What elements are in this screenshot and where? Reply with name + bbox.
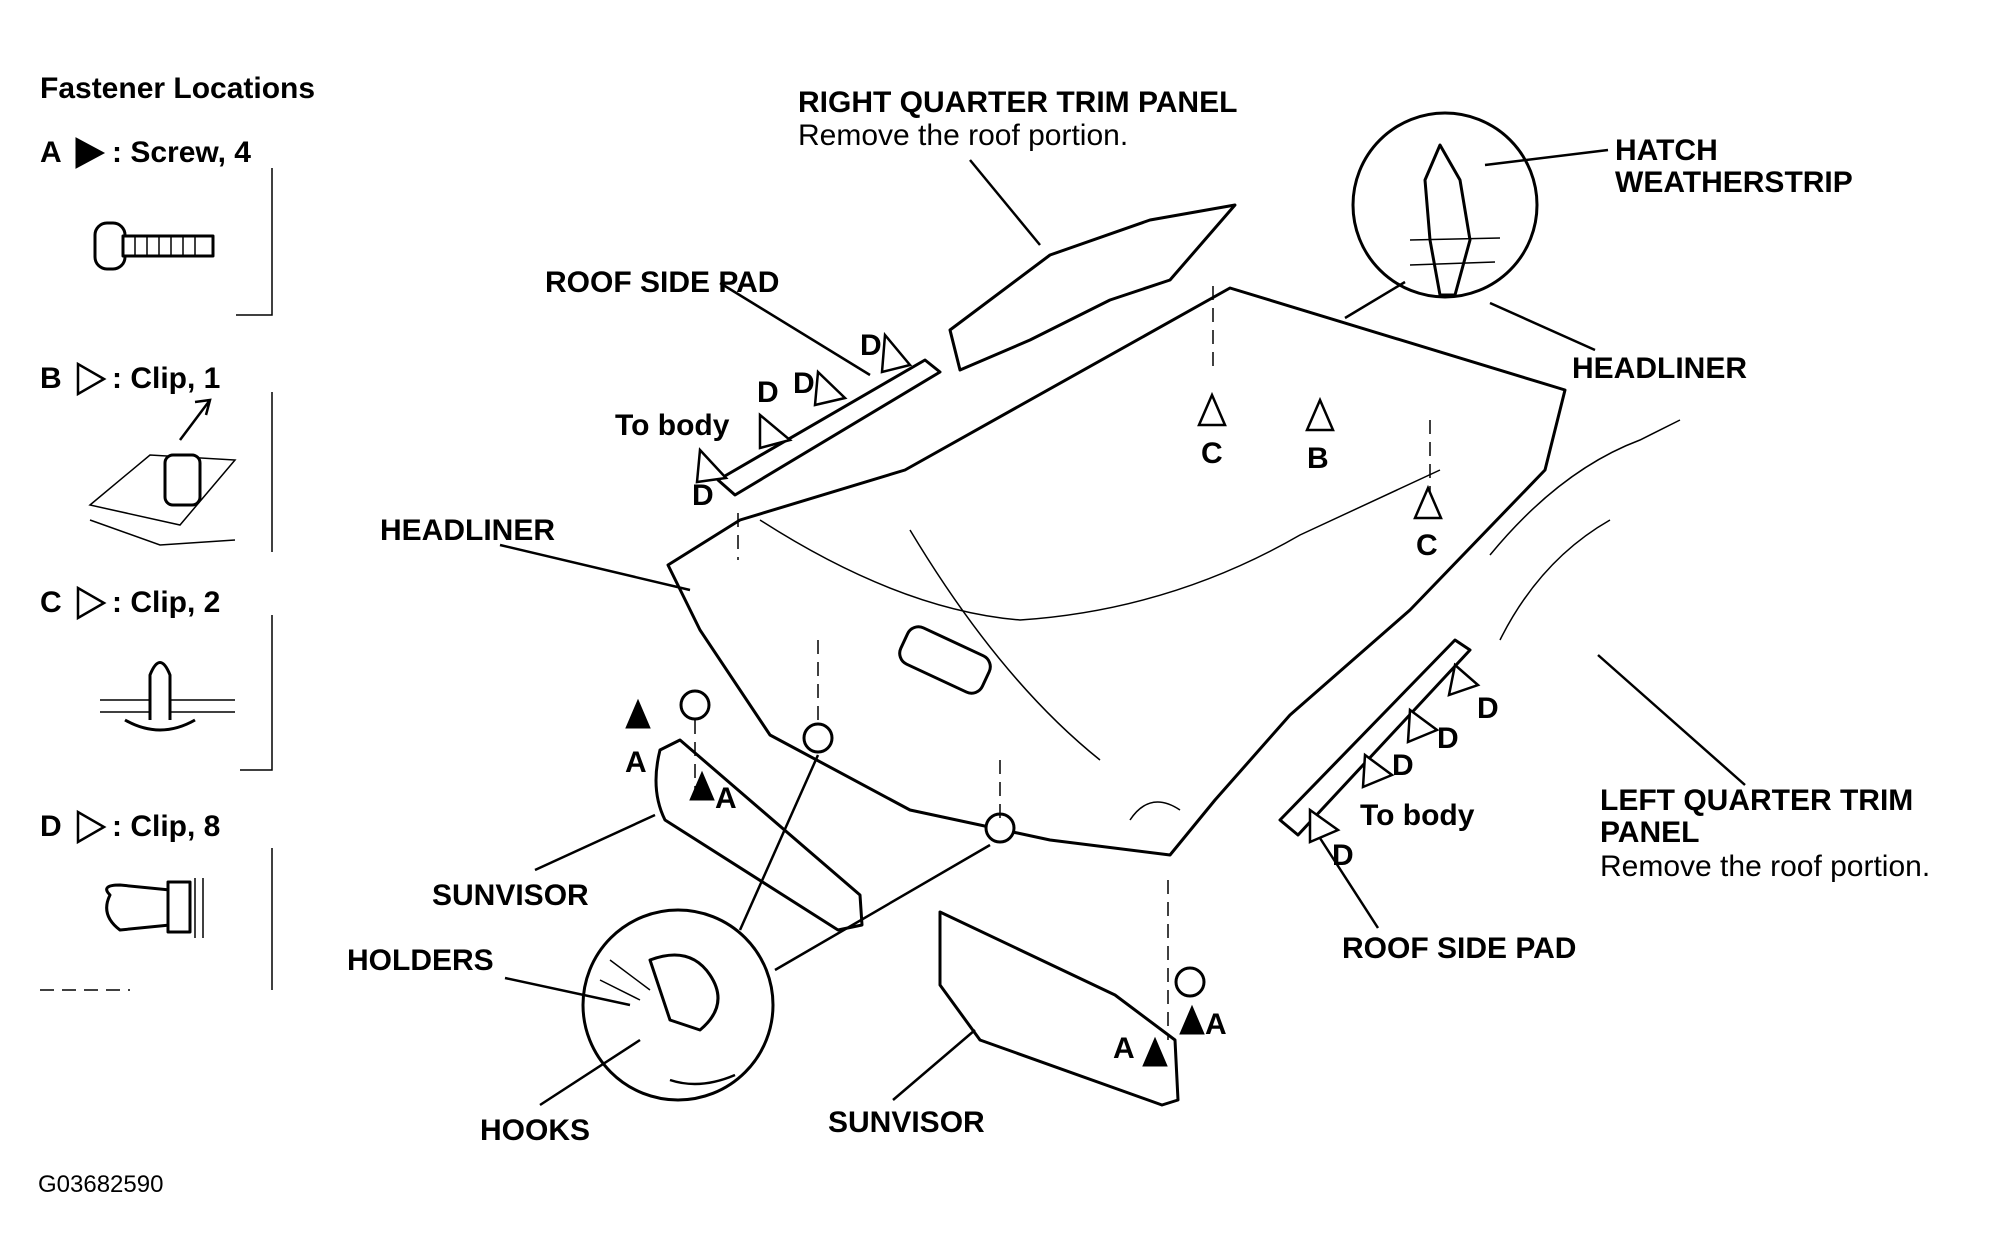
clip-d-icon <box>105 878 204 938</box>
marker-a-triangle-icon <box>625 698 651 729</box>
legend-text-b: : Clip, 1 <box>112 362 220 395</box>
fastener-markers-a: A A A A <box>625 698 1227 1067</box>
legend-outline-triangle-icon <box>76 361 107 397</box>
headliner-inset-label: HEADLINER <box>1572 352 1747 385</box>
marker-d-triangle-icon <box>758 412 793 450</box>
hatch-weatherstrip-label-line1: HATCH <box>1615 134 1718 167</box>
hatch-weatherstrip-inset <box>1351 111 1539 299</box>
marker-a: A <box>1113 1032 1135 1065</box>
legend-letter-d: D <box>40 810 62 843</box>
holders-hooks-inset <box>581 908 775 1102</box>
sunvisor-bottom-part <box>938 910 1206 1107</box>
fastener-markers-c-b: C B C <box>1197 391 1443 562</box>
marker-d: D <box>692 479 714 512</box>
marker-d: D <box>1477 692 1499 725</box>
headliner-main-label: HEADLINER <box>380 514 555 547</box>
sunvisor-left-label: SUNVISOR <box>432 879 589 912</box>
holders-label: HOLDERS <box>347 944 494 977</box>
marker-b-triangle-icon <box>1305 396 1335 432</box>
marker-c-triangle-icon <box>1197 391 1227 427</box>
headliner-panel <box>666 286 1567 857</box>
roof-side-pad-top <box>716 203 1237 497</box>
hatch-weatherstrip-label-line2: WEATHERSTRIP <box>1615 166 1853 199</box>
legend-text-a: : Screw, 4 <box>112 136 251 169</box>
marker-d: D <box>1437 722 1459 755</box>
left-quarter-trim-panel-label-line1: LEFT QUARTER TRIM <box>1600 784 1913 817</box>
to-body-right-label: To body <box>1360 799 1475 832</box>
marker-d-triangle-icon <box>695 447 729 484</box>
roof-side-pad-top-label: ROOF SIDE PAD <box>545 266 779 299</box>
legend-filled-triangle-icon <box>75 137 106 169</box>
marker-d-triangle-icon <box>1447 662 1481 697</box>
fastener-markers-d: D D D D D D D D <box>692 329 1499 872</box>
install-guides <box>694 286 1431 1040</box>
roof-side-pad-bottom <box>1278 419 1681 837</box>
marker-d: D <box>793 367 815 400</box>
right-quarter-trim-panel-note: Remove the roof portion. <box>798 119 1128 152</box>
screw-icon <box>93 221 215 271</box>
right-quarter-trim-panel-label: RIGHT QUARTER TRIM PANEL <box>798 86 1237 119</box>
marker-d-triangle-icon <box>1406 707 1440 744</box>
legend-outline-triangle-icon <box>76 585 107 621</box>
marker-a-triangle-icon <box>1142 1036 1168 1067</box>
clip-c-icon <box>100 661 235 732</box>
leader-lines <box>499 148 1746 1107</box>
left-quarter-trim-panel-note: Remove the roof portion. <box>1600 850 1930 883</box>
marker-d: D <box>1392 749 1414 782</box>
marker-d-triangle-icon <box>813 369 848 407</box>
legend-bracket <box>236 168 273 316</box>
marker-d-triangle-icon <box>880 331 913 374</box>
to-body-top-label: To body <box>615 409 730 442</box>
marker-a-triangle-icon <box>689 770 715 801</box>
hooks-label: HOOKS <box>480 1114 590 1147</box>
marker-c: C <box>1416 529 1438 562</box>
roof-side-pad-bottom-label: ROOF SIDE PAD <box>1342 932 1576 965</box>
legend-text-c: : Clip, 2 <box>112 586 220 619</box>
legend-text-d: : Clip, 8 <box>112 810 220 843</box>
marker-c-triangle-icon <box>1413 484 1443 520</box>
figure-code: G03682590 <box>38 1171 163 1198</box>
left-quarter-trim-panel-label-line2: PANEL <box>1600 816 1699 849</box>
marker-b: B <box>1307 442 1329 475</box>
fastener-legend: Fastener Locations A : Screw, 4 B : Clip… <box>40 72 315 991</box>
marker-a-triangle-icon <box>1179 1004 1205 1035</box>
legend-title: Fastener Locations <box>40 72 315 105</box>
legend-outline-triangle-icon <box>76 809 107 845</box>
legend-letter-c: C <box>40 586 62 619</box>
marker-a: A <box>715 782 737 815</box>
marker-d-triangle-icon <box>1308 807 1341 844</box>
legend-bracket <box>240 615 273 771</box>
marker-d: D <box>860 329 882 362</box>
marker-d-triangle-icon <box>1361 752 1395 789</box>
marker-a: A <box>1205 1008 1227 1041</box>
legend-letter-b: B <box>40 362 62 395</box>
marker-a: A <box>625 746 647 779</box>
marker-d: D <box>1332 839 1354 872</box>
marker-d: D <box>757 376 779 409</box>
marker-c: C <box>1201 437 1223 470</box>
clip-b-icon <box>88 398 237 546</box>
legend-letter-a: A <box>40 136 62 169</box>
sunvisor-bottom-label: SUNVISOR <box>828 1106 985 1139</box>
